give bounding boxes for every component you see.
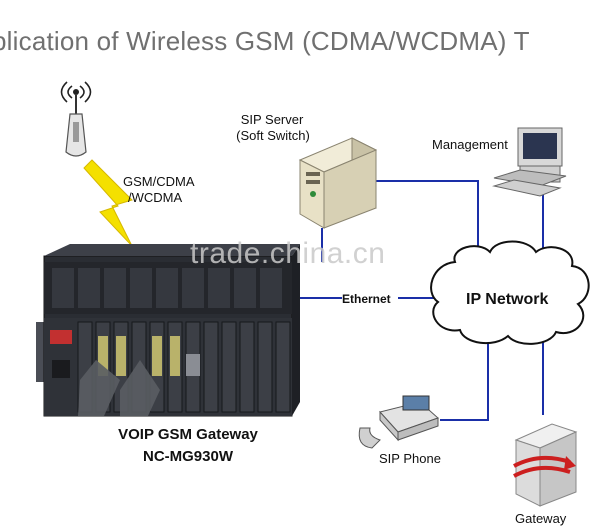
sip-phone-label: SIP Phone: [379, 451, 441, 466]
management-label: Management: [432, 137, 508, 152]
sip-server-icon: [298, 137, 378, 229]
diagram-title: plication of Wireless GSM (CDMA/WCDMA) T: [0, 26, 530, 56]
antenna-icon: [60, 81, 92, 157]
voip-gateway-chassis: [36, 244, 300, 417]
gateway-name-line1: VOIP GSM Gateway: [118, 426, 258, 443]
ethernet-label: Ethernet: [342, 292, 391, 306]
lightning-icon: [83, 159, 133, 247]
link-ipnetwork-sipphone: [440, 338, 489, 421]
workstation-icon: [492, 127, 567, 197]
sip-phone-icon: [358, 395, 439, 449]
network-links: [300, 180, 544, 421]
gateway-label: Gateway: [515, 511, 567, 526]
gateway-icon: [513, 423, 578, 507]
watermark: trade.china.cn: [190, 237, 386, 270]
tower-label-line1: GSM/CDMA: [123, 174, 195, 189]
ip-network-label: IP Network: [466, 291, 549, 308]
link-server-ipnetwork: [375, 180, 479, 262]
gateway-name-line2: NC-MG930W: [142, 448, 233, 465]
sip-server-label-line1: SIP Server: [240, 112, 304, 127]
tower-label-line2: /WCDMA: [128, 190, 183, 205]
ip-network-cloud: [430, 240, 590, 345]
sip-server-label-line2: (Soft Switch): [236, 128, 310, 143]
